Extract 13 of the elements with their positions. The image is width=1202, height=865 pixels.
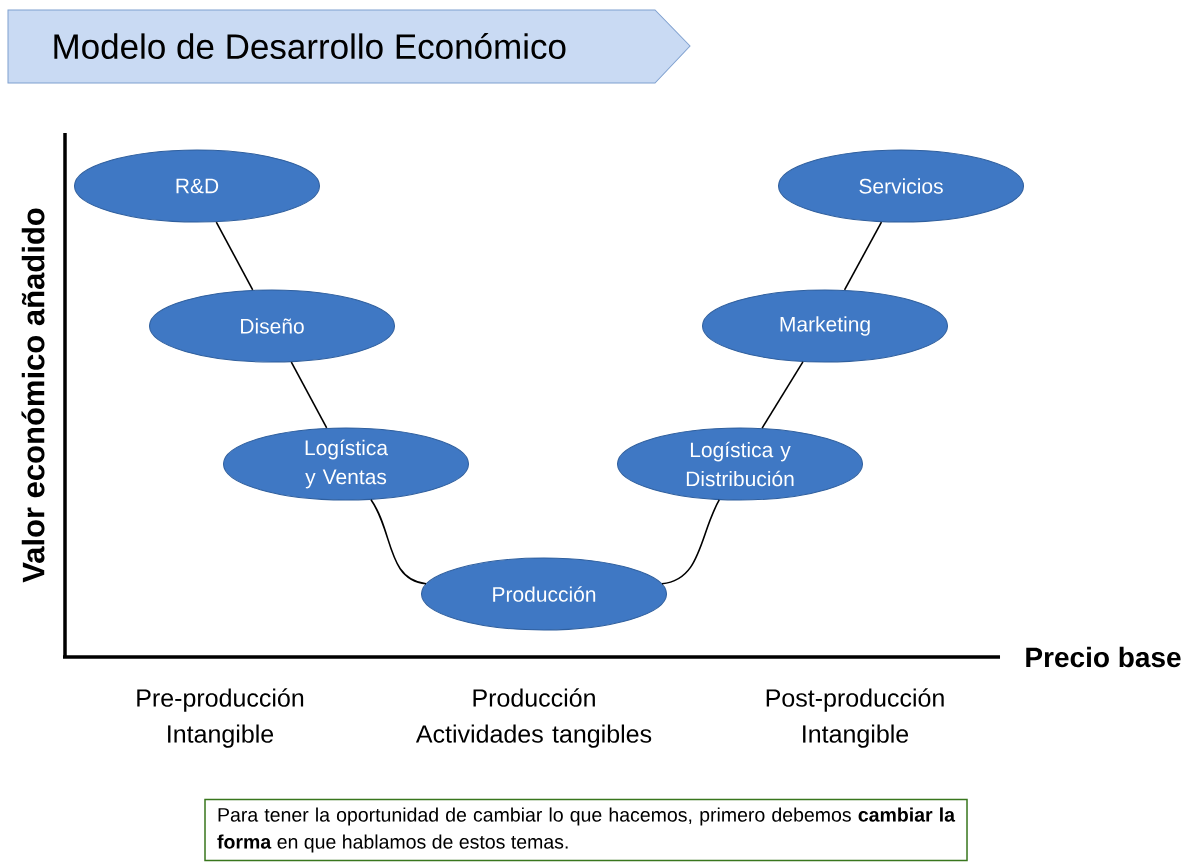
connector-line [761, 361, 804, 429]
connector-line [370, 498, 427, 585]
note-box: Para tener la oportunidad de cambiar lo que hacemos, primero debemos cambiar la forma en que hablamos de estos temas. [204, 798, 968, 862]
connector-line [215, 221, 254, 291]
connector-line [661, 499, 721, 585]
axis-title: Precio base [1026, 646, 1181, 668]
connector-line [843, 221, 883, 291]
connector-line [290, 361, 328, 429]
title-banner: Modelo de Desarrollo Económico [7, 9, 691, 84]
column-label: Producción Actividades tangibles [415, 688, 652, 748]
column-label: Pre-producción Intangible [137, 688, 304, 748]
column-label: Post-producción Intangible [766, 688, 944, 748]
axis-title: Valor económico añadido [21, 208, 45, 583]
